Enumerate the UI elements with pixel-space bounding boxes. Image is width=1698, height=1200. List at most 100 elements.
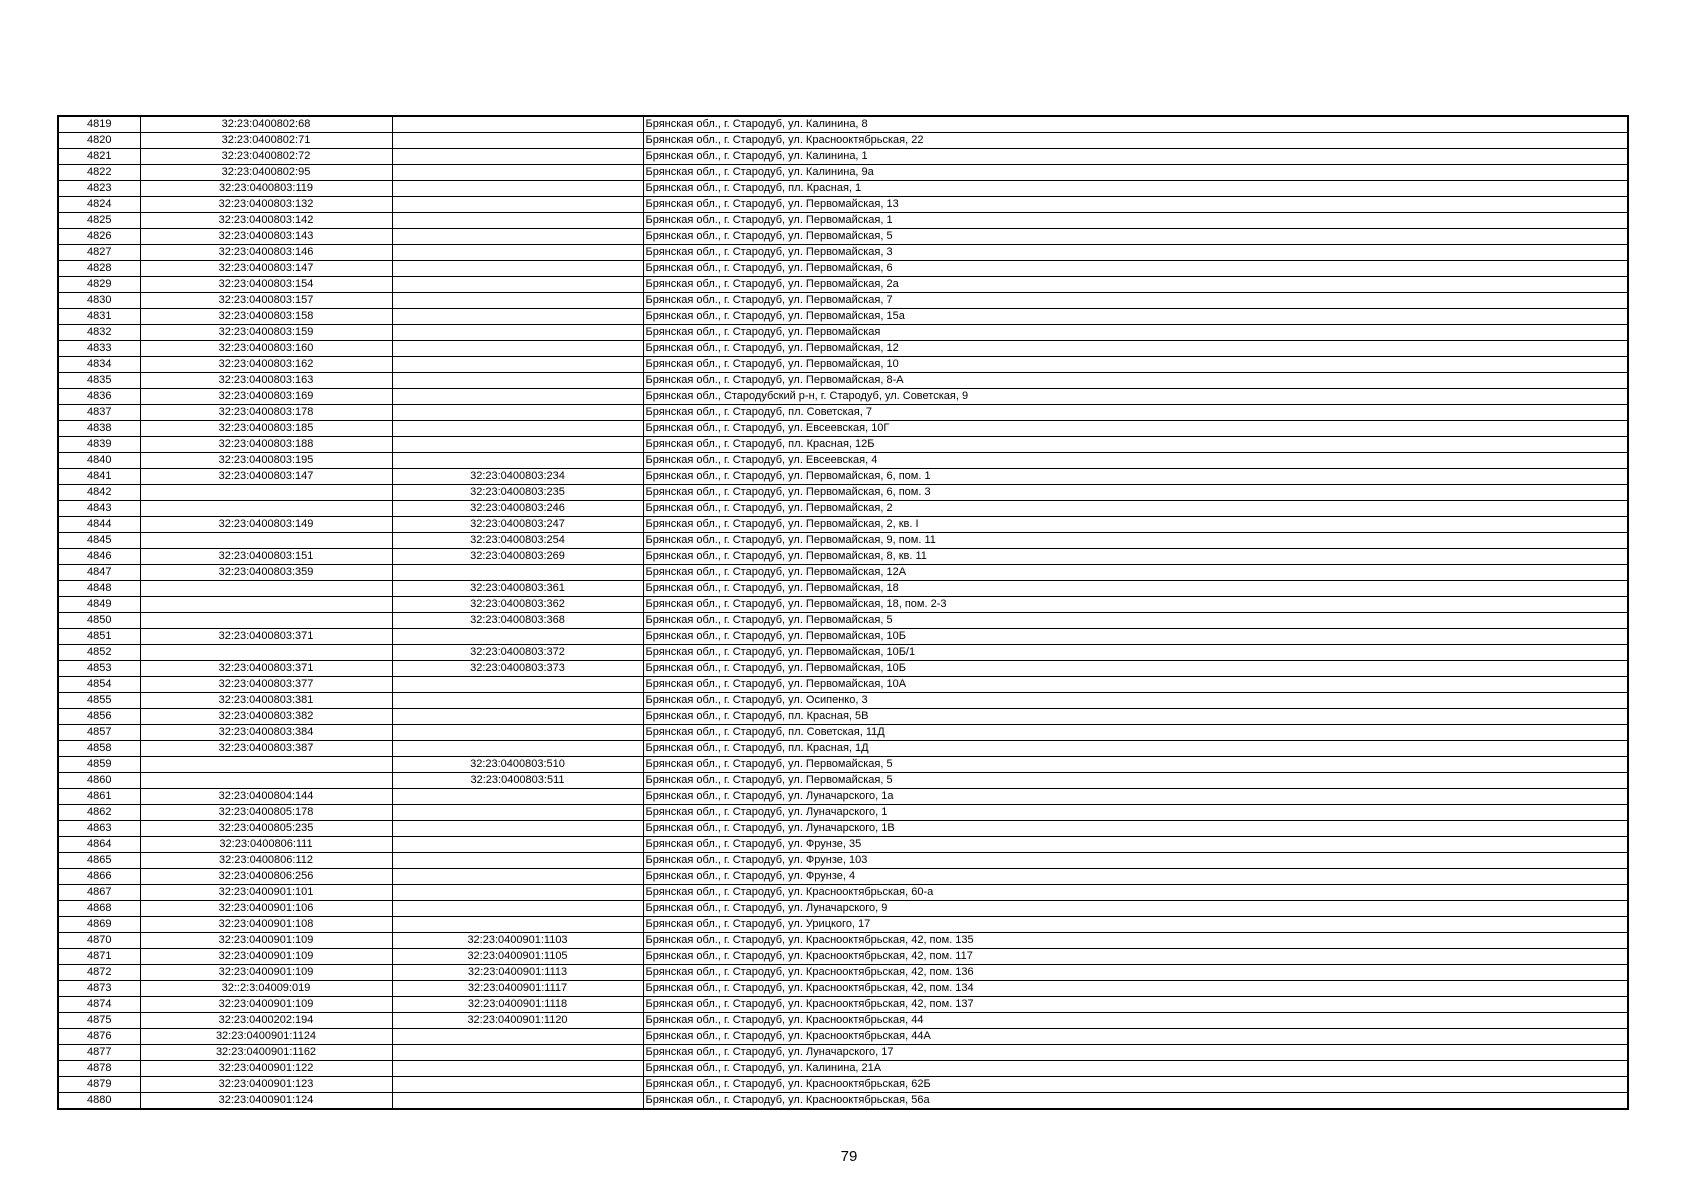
address-cell: Брянская обл., г. Стародуб, ул. Первомай… xyxy=(642,484,1629,501)
address-cell: Брянская обл., г. Стародуб, пл. Красная,… xyxy=(642,740,1629,757)
cadastral-number-cell: 32:23:0400901:109 xyxy=(139,932,393,949)
row-number-cell: 4871 xyxy=(57,948,141,965)
object-cadastral-number-cell: 32:23:0400901:1117 xyxy=(391,980,644,997)
row-number-cell: 4845 xyxy=(57,532,141,549)
object-cadastral-number-cell xyxy=(391,340,644,357)
address-cell: Брянская обл., г. Стародуб, ул. Первомай… xyxy=(642,628,1629,645)
address-cell: Брянская обл., г. Стародуб, пл. Красная,… xyxy=(642,436,1629,453)
cadastral-number-cell: 32:23:0400901:101 xyxy=(139,884,393,901)
row-number-cell: 4848 xyxy=(57,580,141,597)
row-number-cell: 4821 xyxy=(57,148,141,165)
object-cadastral-number-cell xyxy=(391,436,644,453)
object-cadastral-number-cell xyxy=(391,1060,644,1077)
row-number-cell: 4837 xyxy=(57,404,141,421)
address-cell: Брянская обл., г. Стародуб, ул. Первомай… xyxy=(642,196,1629,213)
cadastral-number-cell: 32:23:0400803:377 xyxy=(139,676,393,693)
object-cadastral-number-cell: 32:23:0400803:254 xyxy=(391,532,644,549)
row-number-cell: 4842 xyxy=(57,484,141,501)
address-cell: Брянская обл., г. Стародуб, ул. Луначарс… xyxy=(642,1044,1629,1061)
row-number-cell: 4841 xyxy=(57,468,141,485)
cadastral-number-cell: 32:23:0400803:146 xyxy=(139,244,393,261)
address-cell: Брянская обл., г. Стародуб, ул. Красноок… xyxy=(642,1076,1629,1093)
object-cadastral-number-cell xyxy=(391,132,644,149)
cadastral-number-cell xyxy=(139,612,393,629)
cadastral-number-cell: 32:23:0400803:162 xyxy=(139,356,393,373)
address-cell: Брянская обл., г. Стародуб, ул. Первомай… xyxy=(642,340,1629,357)
row-number-cell: 4827 xyxy=(57,244,141,261)
object-cadastral-number-cell xyxy=(391,884,644,901)
row-number-cell: 4855 xyxy=(57,692,141,709)
row-number-cell: 4825 xyxy=(57,212,141,229)
address-cell: Брянская обл., г. Стародуб, ул. Первомай… xyxy=(642,756,1629,773)
object-cadastral-number-cell: 32:23:0400901:1103 xyxy=(391,932,644,949)
address-cell: Брянская обл., г. Стародуб, ул. Луначарс… xyxy=(642,900,1629,917)
row-number-cell: 4872 xyxy=(57,964,141,981)
row-number-cell: 4840 xyxy=(57,452,141,469)
address-cell: Брянская обл., г. Стародуб, ул. Урицкого… xyxy=(642,916,1629,933)
cadastral-number-cell xyxy=(139,532,393,549)
row-number-cell: 4847 xyxy=(57,564,141,581)
cadastral-number-cell xyxy=(139,596,393,613)
row-number-cell: 4860 xyxy=(57,772,141,789)
object-cadastral-number-cell xyxy=(391,388,644,405)
object-cadastral-number-cell: 32:23:0400803:510 xyxy=(391,756,644,773)
object-cadastral-number-cell: 32:23:0400803:246 xyxy=(391,500,644,517)
address-cell: Брянская обл., г. Стародуб, ул. Первомай… xyxy=(642,612,1629,629)
row-number-cell: 4859 xyxy=(57,756,141,773)
cadastral-number-cell: 32:23:0400901:108 xyxy=(139,916,393,933)
row-number-cell: 4858 xyxy=(57,740,141,757)
cadastral-number-cell: 32::2:3:04009:019 xyxy=(139,980,393,997)
row-number-cell: 4875 xyxy=(57,1012,141,1029)
address-cell: Брянская обл., г. Стародуб, пл. Красная,… xyxy=(642,708,1629,725)
row-number-cell: 4824 xyxy=(57,196,141,213)
row-number-cell: 4862 xyxy=(57,804,141,821)
object-cadastral-number-cell: 32:23:0400901:1105 xyxy=(391,948,644,965)
cadastral-number-cell: 32:23:0400901:123 xyxy=(139,1076,393,1093)
object-cadastral-number-cell xyxy=(391,404,644,421)
object-cadastral-number-cell xyxy=(391,868,644,885)
address-cell: Брянская обл., г. Стародуб, ул. Красноок… xyxy=(642,1012,1629,1029)
cadastral-number-cell: 32:23:0400803:147 xyxy=(139,468,393,485)
object-cadastral-number-cell: 32:23:0400803:362 xyxy=(391,596,644,613)
row-number-cell: 4828 xyxy=(57,260,141,277)
object-cadastral-number-cell: 32:23:0400803:235 xyxy=(391,484,644,501)
row-number-cell: 4864 xyxy=(57,836,141,853)
row-number-cell: 4844 xyxy=(57,516,141,533)
object-cadastral-number-cell xyxy=(391,708,644,725)
row-number-cell: 4863 xyxy=(57,820,141,837)
address-cell: Брянская обл., г. Стародуб, ул. Луначарс… xyxy=(642,820,1629,837)
object-cadastral-number-cell xyxy=(391,1076,644,1093)
cadastral-number-cell: 32:23:0400901:1162 xyxy=(139,1044,393,1061)
object-cadastral-number-cell: 32:23:0400803:361 xyxy=(391,580,644,597)
cadastral-number-cell xyxy=(139,756,393,773)
cadastral-number-cell: 32:23:0400901:109 xyxy=(139,964,393,981)
row-number-cell: 4857 xyxy=(57,724,141,741)
row-number-cell: 4870 xyxy=(57,932,141,949)
object-cadastral-number-cell xyxy=(391,1044,644,1061)
row-number-cell: 4878 xyxy=(57,1060,141,1077)
cadastral-number-cell: 32:23:0400802:95 xyxy=(139,164,393,181)
address-cell: Брянская обл., г. Стародуб, ул. Первомай… xyxy=(642,500,1629,517)
cadastral-number-cell: 32:23:0400803:154 xyxy=(139,276,393,293)
object-cadastral-number-cell xyxy=(391,740,644,757)
row-number-cell: 4868 xyxy=(57,900,141,917)
address-cell: Брянская обл., г. Стародуб, ул. Красноок… xyxy=(642,996,1629,1013)
address-cell: Брянская обл., г. Стародуб, ул. Первомай… xyxy=(642,596,1629,613)
object-cadastral-number-cell: 32:23:0400803:247 xyxy=(391,516,644,533)
